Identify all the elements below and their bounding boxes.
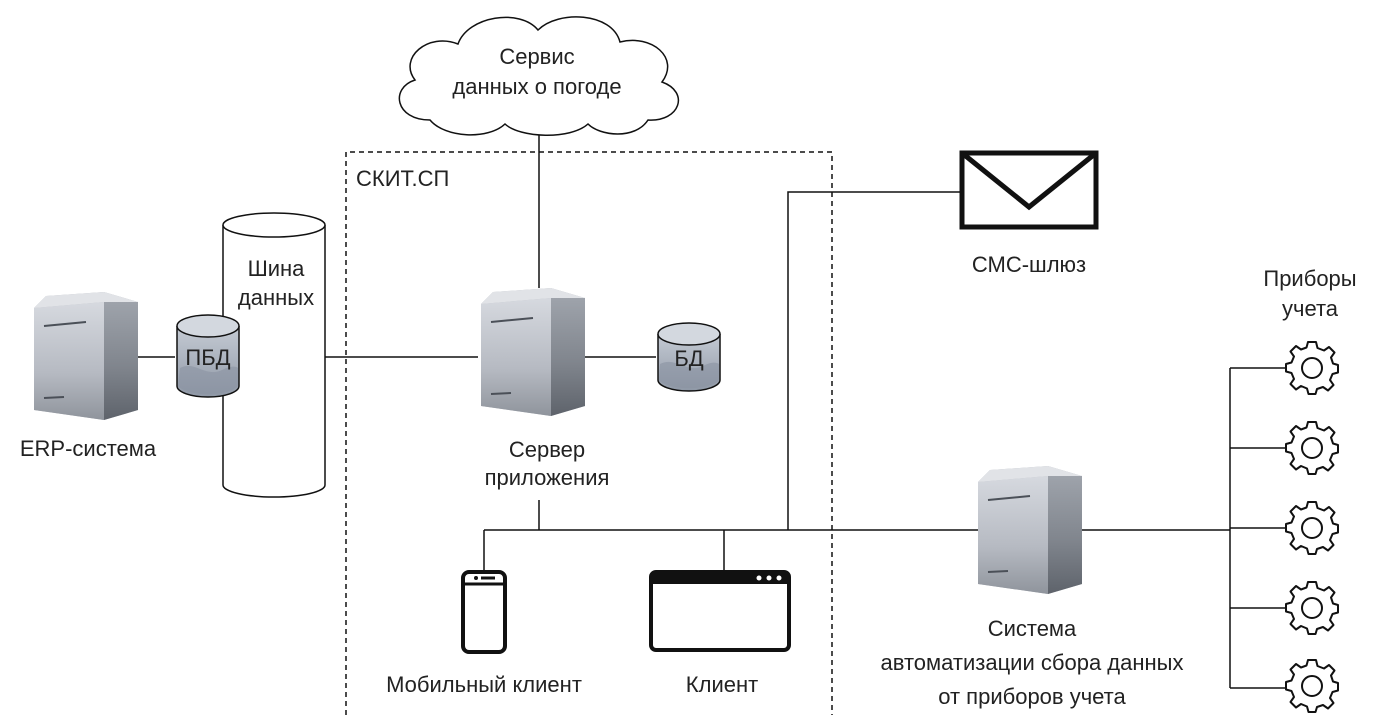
gear-icon bbox=[1285, 421, 1339, 475]
pbd-adapter: ПБД bbox=[176, 314, 240, 398]
gear-icon bbox=[1285, 501, 1339, 555]
database-icon bbox=[657, 322, 721, 392]
gear-icon bbox=[1285, 341, 1339, 395]
envelope-icon bbox=[959, 150, 1099, 230]
database-icon bbox=[176, 314, 240, 398]
gear-icon bbox=[1285, 581, 1339, 635]
ascd-label-line1: Система bbox=[988, 616, 1077, 641]
weather-label-line2: данных о погоде bbox=[452, 74, 621, 99]
sms-label: СМС-шлюз bbox=[972, 252, 1086, 277]
meters-label-line1: Приборы bbox=[1263, 266, 1356, 291]
pbd-label: ПБД bbox=[185, 345, 230, 370]
meters-label-line2: учета bbox=[1282, 296, 1339, 321]
application-server: Сервер приложения bbox=[480, 287, 610, 490]
boundary-label: СКИТ.СП bbox=[356, 166, 449, 191]
server-icon bbox=[33, 291, 139, 421]
weather-label-line1: Сервис bbox=[499, 44, 574, 69]
bus-label-line2: данных bbox=[238, 285, 314, 310]
metering-devices: Приборы учета bbox=[1263, 266, 1357, 713]
server-icon bbox=[977, 465, 1083, 595]
browser-window-icon bbox=[649, 570, 791, 652]
sms-gateway: СМС-шлюз bbox=[959, 150, 1099, 277]
gear-icon bbox=[1285, 659, 1339, 713]
data-bus: Шина данных bbox=[222, 212, 326, 498]
connectors bbox=[135, 125, 1285, 689]
smartphone-icon bbox=[461, 570, 507, 654]
database: БД bbox=[657, 322, 721, 392]
app-server-label-line1: Сервер bbox=[509, 437, 585, 462]
web-client: Клиент bbox=[649, 570, 791, 697]
cloud-icon bbox=[398, 16, 680, 136]
mobile-client: Мобильный клиент bbox=[386, 570, 582, 697]
weather-service: Сервис данных о погоде bbox=[398, 16, 680, 136]
db-label: БД bbox=[674, 346, 703, 371]
erp-system: ERP-система bbox=[20, 291, 157, 461]
ascd-label-line2: автоматизации сбора данных bbox=[881, 650, 1184, 675]
app-server-label-line2: приложения bbox=[485, 465, 610, 490]
data-collection-system: Система автоматизации сбора данных от пр… bbox=[881, 465, 1184, 709]
sms-connector bbox=[787, 191, 960, 530]
client-label: Клиент bbox=[686, 672, 758, 697]
boundary-skit-sp: СКИТ.СП bbox=[345, 151, 833, 715]
cylinder-icon bbox=[222, 225, 326, 498]
mobile-client-label: Мобильный клиент bbox=[386, 672, 582, 697]
bus-label-line1: Шина bbox=[248, 256, 306, 281]
erp-label: ERP-система bbox=[20, 436, 157, 461]
ascd-label-line3: от приборов учета bbox=[938, 684, 1126, 709]
server-icon bbox=[480, 287, 586, 417]
